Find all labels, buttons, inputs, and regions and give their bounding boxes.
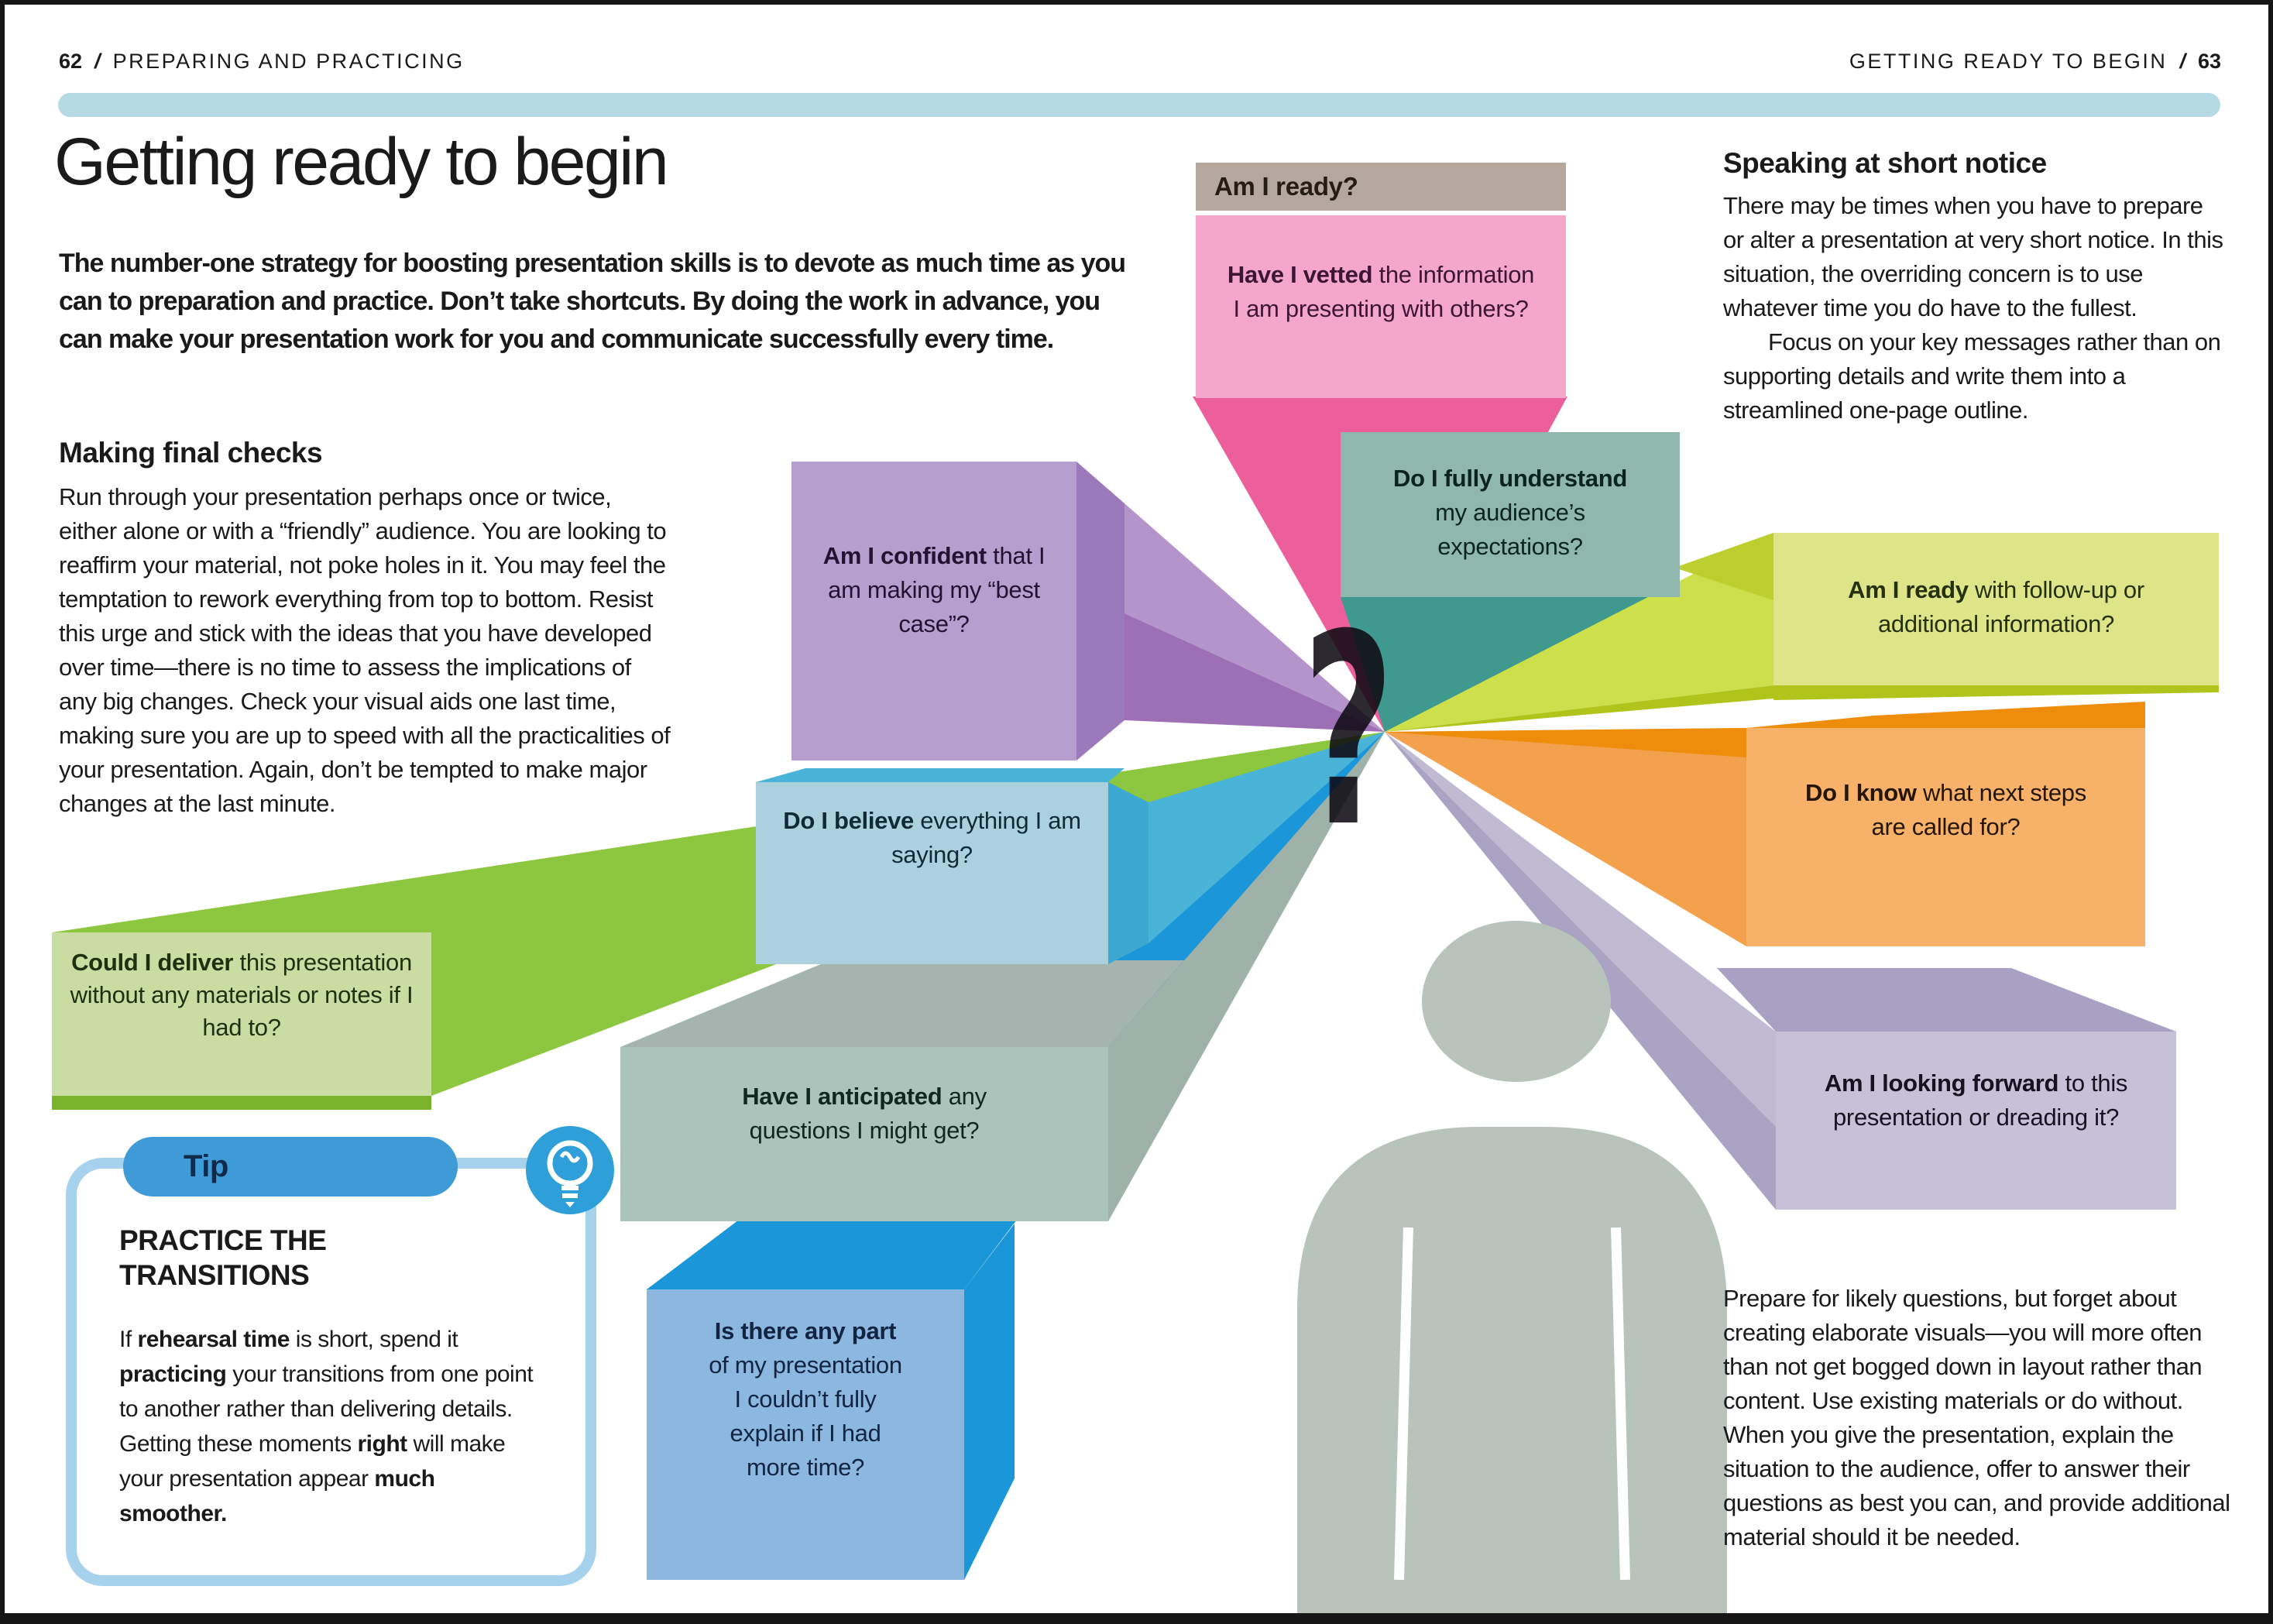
question-bold: Is there any part bbox=[714, 1317, 897, 1344]
question-box-know-next-steps: Do I know what next steps are called for… bbox=[1746, 728, 2145, 946]
tip-body: If rehearsal time is short, spend it pra… bbox=[119, 1327, 534, 1526]
question-rest: everything I am saying? bbox=[891, 807, 1081, 868]
section-name-left: PREPARING AND PRACTICING bbox=[112, 50, 465, 73]
intro-paragraph: The number-one strategy for boosting pre… bbox=[59, 249, 1126, 354]
question-rest: my audience’s expectations? bbox=[1435, 499, 1585, 560]
question-bold: Do I fully understand bbox=[1393, 465, 1627, 492]
question-rest: any questions I might get? bbox=[749, 1083, 987, 1144]
running-head-left: 62 / PREPARING AND PRACTICING bbox=[59, 50, 465, 74]
person-silhouette-icon bbox=[1297, 921, 1727, 1615]
speaking-short-notice-body: There may be times when you have to prep… bbox=[1723, 189, 2225, 427]
question-bold: Am I confident bbox=[822, 542, 987, 569]
question-rest: to this presentation or dreading it? bbox=[1832, 1070, 2128, 1131]
question-box-followup: Am I ready with follow-up or additional … bbox=[1773, 533, 2219, 685]
divider-bar bbox=[58, 93, 2220, 117]
question-box-understand: Do I fully understand my audience’s expe… bbox=[1341, 432, 1680, 597]
question-rest: that I am making my “best case”? bbox=[828, 542, 1046, 637]
question-bold: Have I vetted bbox=[1227, 261, 1373, 288]
question-bold: Am I looking forward bbox=[1824, 1070, 2059, 1097]
question-bold: Could I deliver bbox=[71, 949, 234, 976]
running-head-right: GETTING READY TO BEGIN / 63 bbox=[1849, 50, 2221, 74]
page-title: Getting ready to begin bbox=[54, 125, 669, 199]
tip-heading: PRACTICE THE TRANSITIONS bbox=[119, 1224, 327, 1291]
question-rest: of my presentation I couldn’t fully expl… bbox=[709, 1351, 902, 1481]
question-box-could-deliver: Could I deliver this presentation withou… bbox=[52, 932, 431, 1096]
section-name-right: GETTING READY TO BEGIN bbox=[1849, 50, 2168, 73]
question-rest: what next steps are called for? bbox=[1871, 779, 2087, 840]
page-number-left: 62 bbox=[59, 50, 83, 73]
question-box-vetted: Have I vetted the information I am prese… bbox=[1196, 215, 1566, 398]
short-notice-paragraph-1: There may be times when you have to prep… bbox=[1723, 192, 2223, 321]
tip-box: Tip PRACTICE THE TRANSITIONS If rehearsa… bbox=[66, 1126, 614, 1586]
short-notice-paragraph-2: Focus on your key messages rather than o… bbox=[1723, 328, 2221, 424]
question-box-confident: Am I confident that I am making my “best… bbox=[791, 462, 1076, 760]
question-mark: ? bbox=[1303, 579, 1395, 885]
question-bold: Do I believe bbox=[783, 807, 914, 834]
speaking-short-notice-heading: Speaking at short notice bbox=[1723, 147, 2047, 179]
question-box-looking-forward: Am I looking forward to this presentatio… bbox=[1776, 1032, 2176, 1210]
making-final-checks-heading: Making final checks bbox=[59, 437, 323, 469]
question-box-any-part: Is there any part of my presentation I c… bbox=[647, 1289, 964, 1580]
slash-separator: / bbox=[94, 50, 101, 73]
tip-label-pill: Tip bbox=[123, 1137, 458, 1197]
question-bold: Have I anticipated bbox=[742, 1083, 943, 1110]
question-box-believe: Do I believe everything I am saying? bbox=[756, 782, 1108, 964]
question-rest: this presentation without any materials … bbox=[70, 949, 414, 1041]
question-box-anticipated: Have I anticipated any questions I might… bbox=[620, 1047, 1108, 1221]
slash-separator: / bbox=[2179, 50, 2185, 73]
question-rest: with follow-up or additional information… bbox=[1877, 576, 2144, 637]
question-bold: Am I ready bbox=[1848, 576, 1969, 603]
page-number-right: 63 bbox=[2197, 50, 2221, 73]
question-bold: Do I know bbox=[1805, 779, 1917, 806]
diagram-label-am-i-ready: Am I ready? bbox=[1196, 163, 1566, 211]
closing-paragraph: Prepare for likely questions, but forget… bbox=[1723, 1285, 2230, 1550]
question-rest: the information I am presenting with oth… bbox=[1233, 261, 1535, 322]
making-final-checks-body: Run through your presentation perhaps on… bbox=[59, 483, 671, 817]
lightbulb-icon bbox=[526, 1126, 614, 1214]
